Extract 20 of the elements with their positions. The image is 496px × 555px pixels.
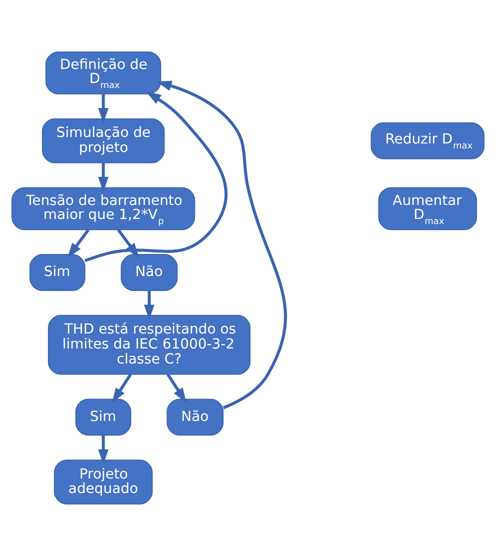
arrow (112, 373, 132, 402)
node-box: Aumentar D$_{max}$ (378, 186, 477, 230)
node-box: Não (120, 254, 178, 290)
arrow (98, 162, 109, 192)
node-box: THD está respeitando os limites da IEC 61000-3-2 classe C? (48, 314, 250, 374)
node-box: Não (166, 398, 224, 436)
node-box: Definição de D$_{max}$ (45, 51, 162, 94)
arrow (98, 94, 109, 122)
node-box: Sim (29, 254, 86, 290)
arrow (156, 80, 287, 409)
arrow (67, 228, 90, 258)
node-box: Projeto adequado (54, 459, 153, 504)
node-box: Reduzir D$_{max}$ (370, 122, 484, 159)
arrow (144, 290, 154, 320)
node-box: Tensão de barramento maior que 1,2*V$_{p}$ (12, 186, 196, 230)
node-box: Sim (75, 398, 132, 436)
arrow (166, 373, 186, 402)
node-box: Simulação de projeto (42, 118, 165, 163)
arrow (84, 91, 228, 262)
arrow (98, 434, 109, 464)
